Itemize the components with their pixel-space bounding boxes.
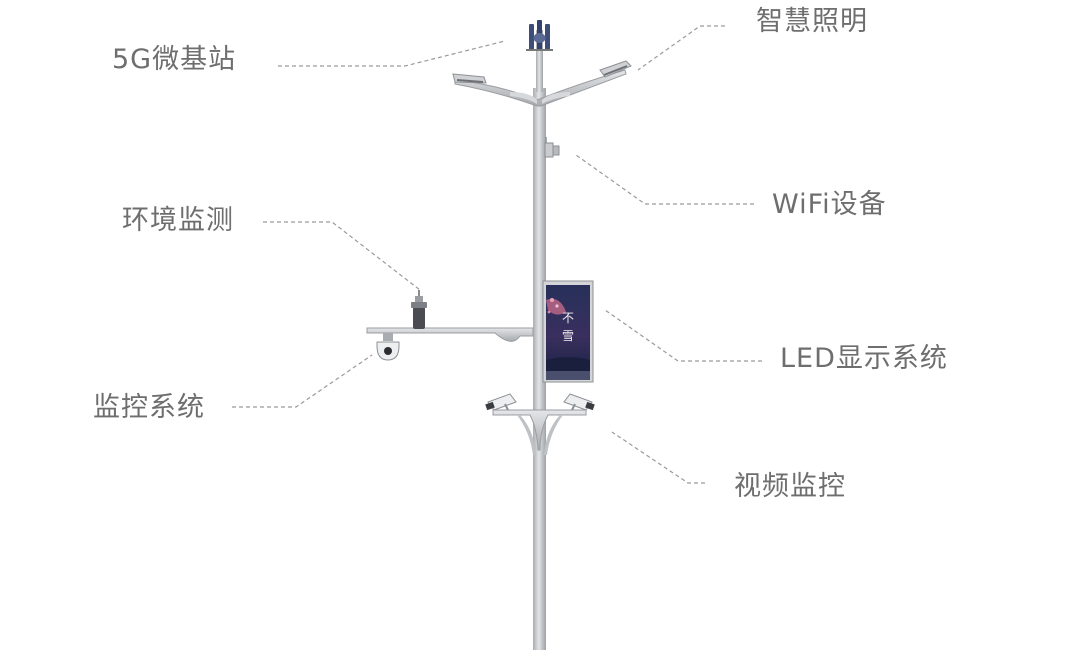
label-wifi: WiFi设备 [772,189,887,220]
bullet-camera-left [485,393,517,411]
environment-sensor [411,290,427,329]
leader-led [604,309,762,362]
screen-text-1: 不 [562,311,574,325]
lamp-head-right [599,60,632,78]
label-monitoring: 监控系统 [93,392,205,423]
environment-arm [366,327,534,342]
camera-arm [492,409,587,451]
leader-base-station [278,40,506,67]
screen-text-2: 雪 [562,329,574,343]
lamp-head-left [452,73,487,84]
led-screen [542,280,594,383]
label-video: 视频监控 [734,471,846,502]
leader-monitoring [232,354,373,408]
label-base-station: 5G微基站 [112,44,237,75]
leader-wifi [575,154,754,205]
antenna-5g [526,20,553,51]
wifi-device [544,137,560,158]
leader-video [611,431,705,484]
bullet-camera-right [563,393,595,411]
leader-lighting [637,25,725,71]
label-led: LED显示系统 [780,343,948,374]
dome-camera [376,333,400,361]
label-lighting: 智慧照明 [756,6,868,37]
label-environment: 环境监测 [122,205,234,236]
pole-shaft [533,88,546,650]
leader-environment [263,221,421,291]
pole-top [536,30,543,92]
